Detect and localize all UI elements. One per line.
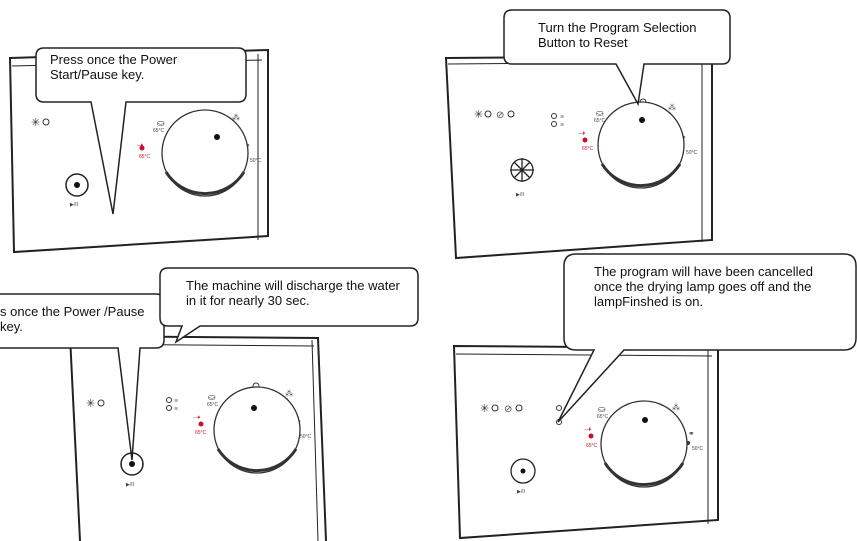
svg-text:⁂: ⁂ xyxy=(672,403,680,412)
svg-text:65°C: 65°C xyxy=(195,430,207,436)
program-selector-knob[interactable] xyxy=(213,386,301,474)
callout-text: s once the Power /Pause key. xyxy=(0,304,145,334)
svg-text:⛀: ⛀ xyxy=(208,392,216,402)
svg-text:⁂: ⁂ xyxy=(285,389,293,398)
svg-text:50°C: 50°C xyxy=(692,446,704,452)
callout-text: Turn the Program Selection Button to Res… xyxy=(538,20,697,50)
svg-text:➝: ➝ xyxy=(584,424,592,434)
svg-text:✳: ✳ xyxy=(31,117,40,129)
svg-text:⛀: ⛀ xyxy=(598,404,606,414)
callout-3-partial: s once the Power /Pause key. xyxy=(0,290,170,461)
callout-text: Press once the Power Start/Pause key. xyxy=(50,52,178,82)
panel-2-drawing: ✳ ⊘ ≋ ≋ ➝ 65°C ⛀ 65°C ⁂ ⚭ 50°C xyxy=(444,54,713,260)
star-lamp-icon: ✳ xyxy=(31,117,50,129)
svg-text:≋: ≋ xyxy=(560,122,564,128)
callout-3: The machine will discharge the water in … xyxy=(159,266,419,344)
panel-4-drawing: ✳ ⊘ ≋ ➝ 65°C ⛀ 65°C ⁂ ⚭ 50°C xyxy=(452,344,719,540)
svg-text:≋: ≋ xyxy=(174,398,178,404)
svg-text:50°C: 50°C xyxy=(686,150,698,156)
svg-text:≋: ≋ xyxy=(560,114,564,120)
svg-text:▶/II: ▶/II xyxy=(126,482,134,488)
svg-text:▶/II: ▶/II xyxy=(70,202,78,208)
svg-text:⊘: ⊘ xyxy=(504,404,512,415)
svg-text:65°C: 65°C xyxy=(207,402,219,408)
program-selector-knob[interactable] xyxy=(161,109,249,197)
svg-text:65°C: 65°C xyxy=(582,146,594,152)
svg-text:⚭: ⚭ xyxy=(688,429,695,438)
svg-text:65°C: 65°C xyxy=(586,443,598,449)
power-start-pause-button[interactable]: ▶/II xyxy=(510,458,536,495)
callout-4: The program will have been cancelled onc… xyxy=(557,252,857,423)
svg-text:⁂: ⁂ xyxy=(232,113,240,122)
svg-text:50°C: 50°C xyxy=(300,434,312,440)
svg-text:65°C: 65°C xyxy=(594,118,606,124)
program-selector-knob[interactable] xyxy=(597,101,685,189)
star-lamp-icon: ✳ xyxy=(86,398,105,410)
svg-text:⛀: ⛀ xyxy=(596,108,604,118)
svg-text:≋: ≋ xyxy=(174,406,178,412)
svg-text:✳: ✳ xyxy=(480,403,489,415)
program-selector-knob[interactable] xyxy=(600,400,688,488)
callout-2: Turn the Program Selection Button to Res… xyxy=(503,8,731,107)
star-lamp-icon: ✳ ⊘ xyxy=(480,403,523,415)
svg-text:➝: ➝ xyxy=(193,412,201,422)
power-start-pause-button[interactable]: ▶/II xyxy=(510,158,534,198)
svg-text:65°C: 65°C xyxy=(597,414,609,420)
svg-text:▶/II: ▶/II xyxy=(517,489,525,495)
svg-text:➝: ➝ xyxy=(578,128,586,138)
svg-text:⊘: ⊘ xyxy=(496,110,504,121)
svg-text:50°C: 50°C xyxy=(250,158,262,164)
power-start-pause-button[interactable]: ▶/II xyxy=(65,173,89,208)
svg-text:65°C: 65°C xyxy=(139,154,151,160)
star-lamp-icon: ✳ ⊘ xyxy=(474,109,515,121)
svg-text:✳: ✳ xyxy=(86,398,95,410)
callout-1: Press once the Power Start/Pause key. xyxy=(35,44,247,215)
svg-text:65°C: 65°C xyxy=(153,128,165,134)
callout-text: The program will have been cancelled onc… xyxy=(594,264,813,309)
callout-text: The machine will discharge the water in … xyxy=(186,278,400,308)
svg-text:➝: ➝ xyxy=(136,140,144,150)
svg-text:▶/II: ▶/II xyxy=(516,192,524,198)
svg-text:⁂: ⁂ xyxy=(668,103,676,112)
svg-text:✳: ✳ xyxy=(474,109,483,121)
svg-text:⛀: ⛀ xyxy=(157,118,165,128)
